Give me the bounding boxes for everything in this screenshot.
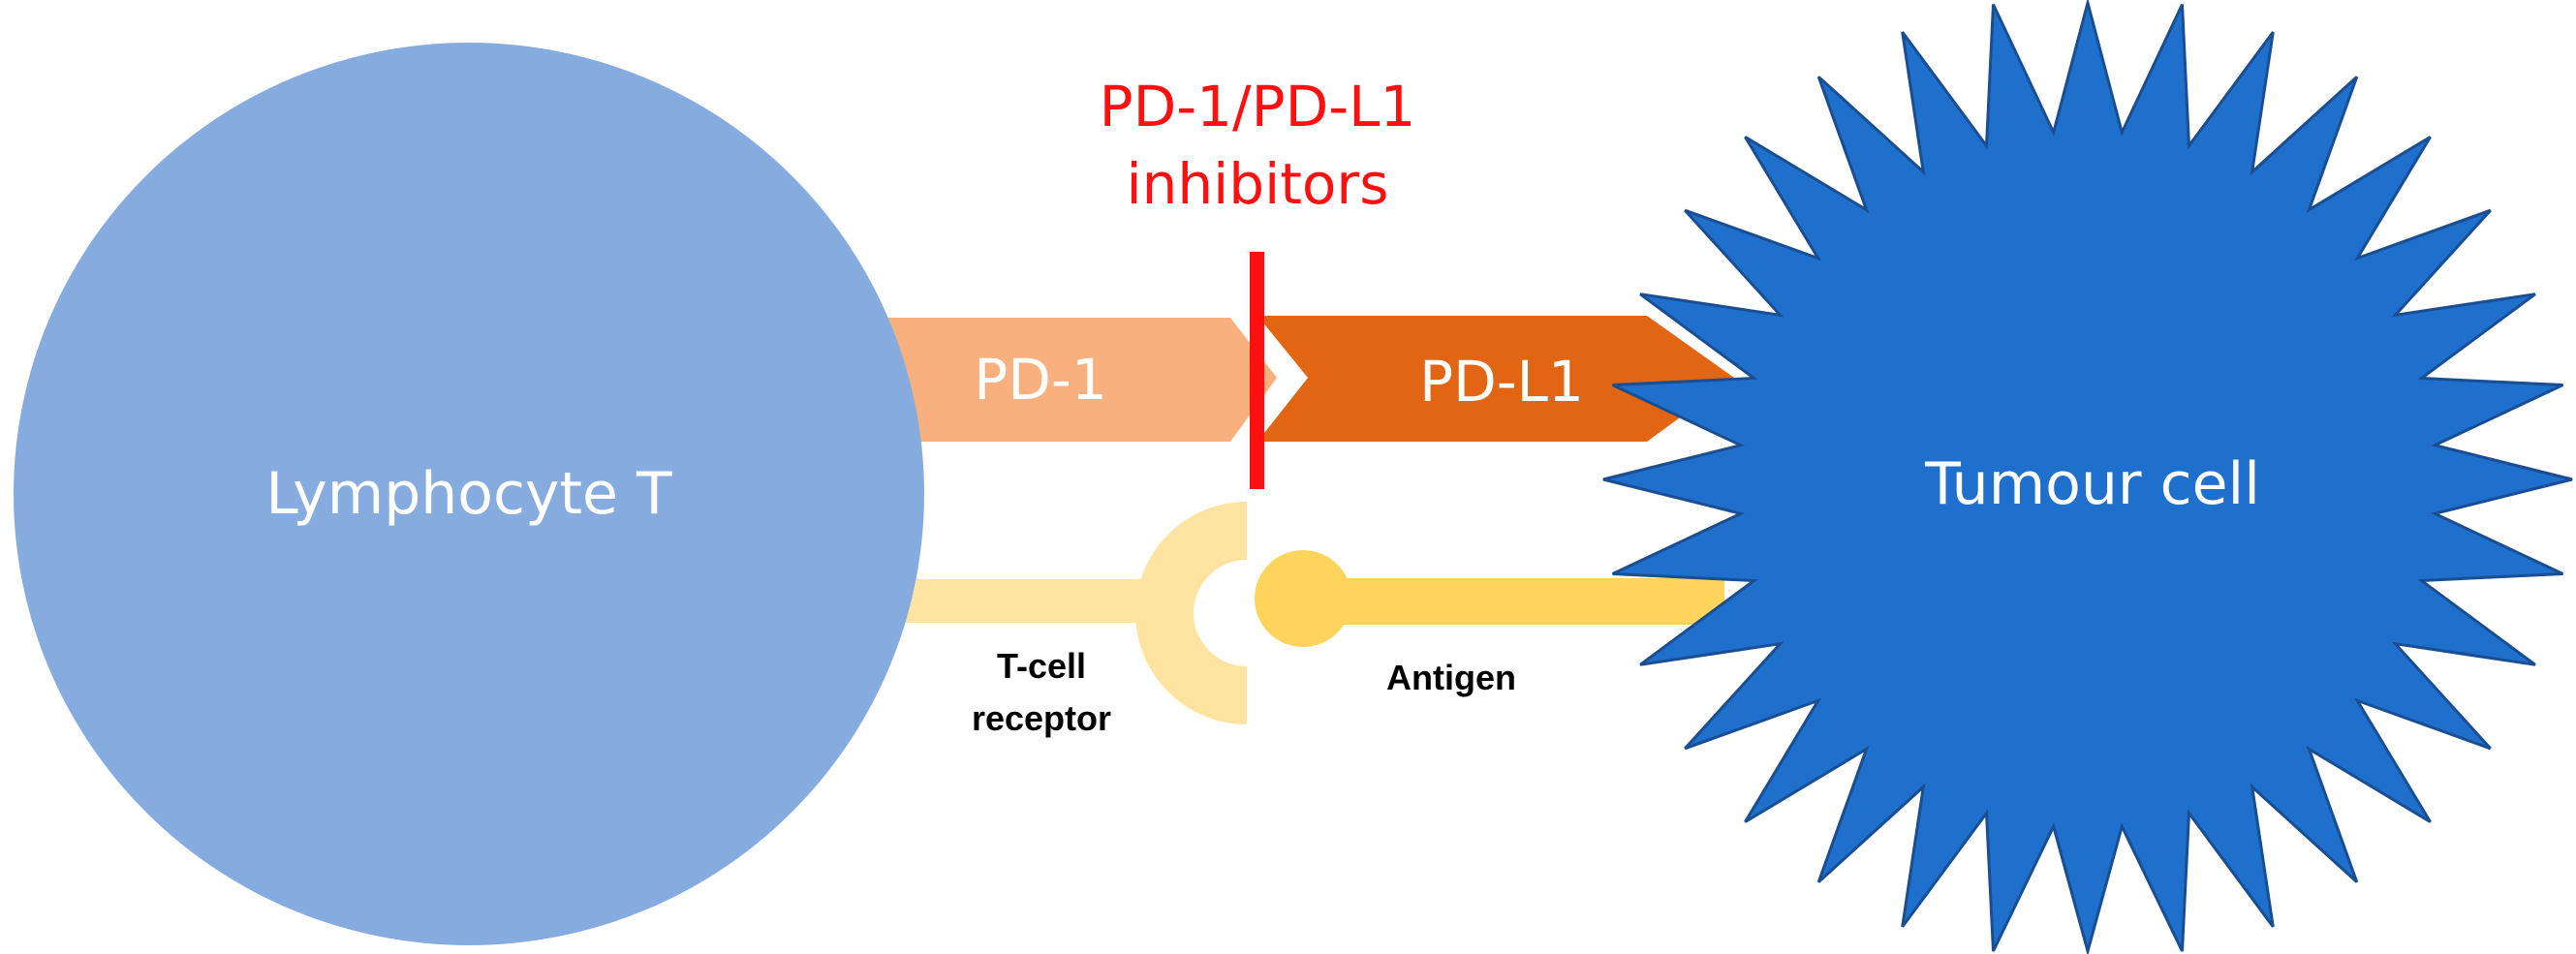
pd1-label: PD-1 xyxy=(974,347,1106,413)
pdl1-label: PD-L1 xyxy=(1419,349,1584,415)
tcr-label-line1: T-cell xyxy=(997,646,1086,686)
tcr-cup xyxy=(1135,502,1247,724)
antigen-ball xyxy=(1255,550,1351,647)
antigen-stem xyxy=(1308,578,1724,625)
tumour-label: Tumour cell xyxy=(1924,450,2260,518)
pd1-arrow xyxy=(862,318,1277,442)
antigen-label: Antigen xyxy=(1386,658,1516,697)
lymphocyte-cell xyxy=(14,43,924,945)
inhibitors-label-line2: inhibitors xyxy=(1127,151,1389,217)
tcr-label-line2: receptor xyxy=(972,698,1111,738)
tumour-cell xyxy=(1602,0,2573,954)
pdl1-arrow xyxy=(1257,316,1734,442)
inhibitor-bar xyxy=(1250,252,1264,489)
inhibitors-label-line1: PD-1/PD-L1 xyxy=(1100,74,1416,139)
lymphocyte-label: Lymphocyte T xyxy=(265,460,672,528)
